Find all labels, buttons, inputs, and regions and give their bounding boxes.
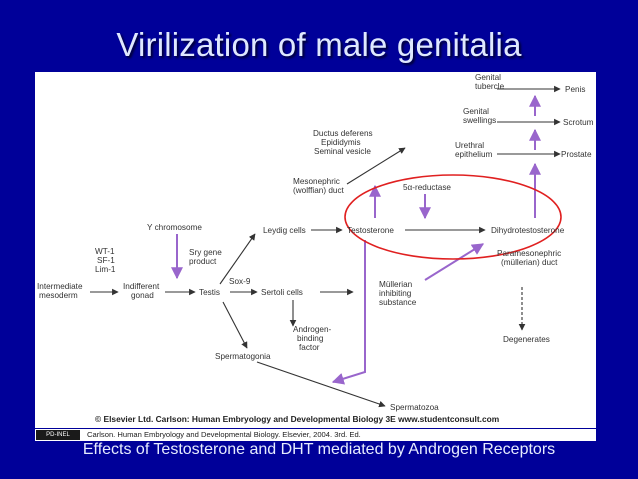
node-leydig-cells: Leydig cells <box>263 226 306 235</box>
credit-row: PD-INEL Carlson. Human Embryology and De… <box>35 429 596 441</box>
node-y-chromosome: Y chromosome <box>147 223 202 232</box>
pd-inel-badge[interactable]: PD-INEL <box>36 430 80 440</box>
node-degenerates: Degenerates <box>503 335 550 344</box>
node-spermatogonia: Spermatogonia <box>215 352 271 361</box>
node-dht: Dihydrotestosterone <box>491 226 565 235</box>
arrow-mesonephric-ductus <box>346 147 406 185</box>
node-sertoli-cells: Sertoli cells <box>261 288 303 297</box>
arrow-testosterone-spermatozoa <box>331 240 366 385</box>
arrow-mullerian-paramesonephric <box>424 243 485 281</box>
arrow-spermatogonia-spermatozoa <box>256 361 386 408</box>
arrow-testis-spermatogonia <box>222 301 248 349</box>
node-testis: Testis <box>199 288 220 297</box>
slide-title: Virilization of male genitalia <box>116 26 522 63</box>
node-spermatozoa: Spermatozoa <box>390 403 439 412</box>
node-prostate: Prostate <box>561 150 592 159</box>
arrow-testis-leydig <box>219 233 256 285</box>
node-testosterone: Testosterone <box>347 226 394 235</box>
highlight-ring <box>344 174 562 260</box>
node-mesonephric: Mesonephric(wolffian) duct <box>293 177 345 195</box>
node-sox9: Sox-9 <box>229 277 251 286</box>
diagram-copyright: © Elsevier Ltd. Carlson: Human Embryolog… <box>95 414 499 424</box>
slide-caption: Effects of Testosterone and DHT mediated… <box>82 441 556 458</box>
credit-text: Carlson. Human Embryology and Developmen… <box>87 430 361 439</box>
node-5a-reductase: 5α-reductase <box>403 183 451 192</box>
node-scrotum: Scrotum <box>563 118 594 127</box>
node-penis: Penis <box>565 85 585 94</box>
node-paramesonephric: Paramesonephric(müllerian) duct <box>497 249 561 267</box>
